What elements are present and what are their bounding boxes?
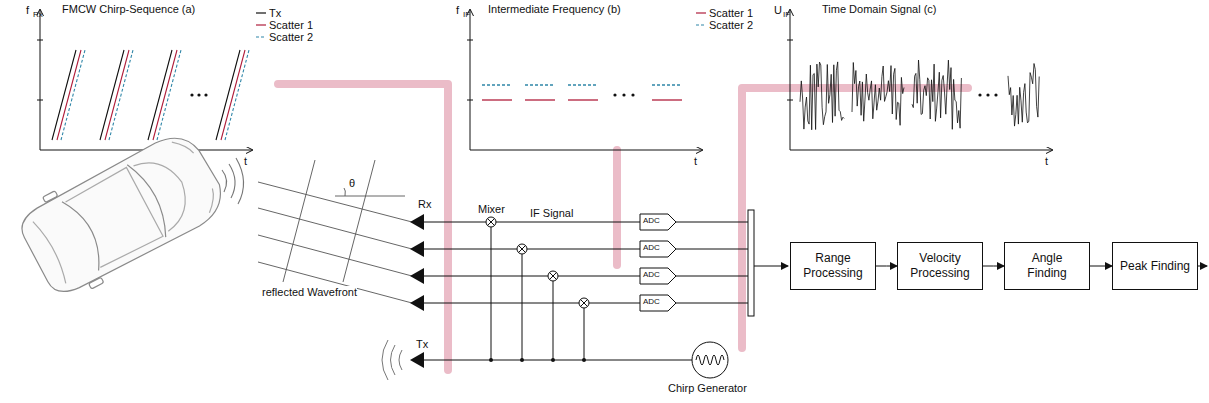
signal-label: θ: [349, 177, 355, 190]
rx-chain: [420, 222, 748, 360]
signal-label: Chirp Generator: [668, 382, 747, 395]
radar-waves: [222, 158, 244, 204]
signal-label: ADC: [643, 216, 660, 226]
signal-trace: [912, 60, 961, 129]
signal-label: Rx: [418, 198, 431, 211]
signal-trace: [852, 63, 904, 126]
box-label: Peak Finding: [1120, 259, 1190, 274]
legend-entry: Scatter 2: [269, 31, 313, 43]
bus-bar: [748, 210, 1207, 316]
time-signal: [800, 60, 1039, 130]
axis-label: t: [244, 155, 247, 168]
axis-label: t: [694, 155, 697, 168]
signal-trace: [1008, 64, 1039, 127]
signal-label: ADC: [643, 243, 660, 253]
axis-label: f: [456, 4, 459, 17]
process-box: Peak Finding: [1112, 242, 1198, 290]
antenna: [410, 214, 586, 368]
adc-symbol: [640, 214, 676, 311]
flow-arrow: [1090, 266, 1112, 267]
wavefront: [258, 160, 412, 303]
chart-title: FMCW Chirp-Sequence (a): [62, 3, 195, 16]
axis-label: Rx: [33, 10, 43, 20]
signal-label: IF Signal: [530, 207, 573, 220]
signal-trace: [800, 62, 844, 130]
chirp-lines: [52, 50, 249, 140]
flow-arrow: [983, 266, 1004, 267]
tx-waves: [382, 340, 402, 380]
signal-label: ADC: [643, 270, 660, 280]
car-illustration: [12, 121, 235, 305]
box-label: Angle Finding: [1011, 251, 1083, 281]
axis-label: U: [774, 4, 782, 17]
process-box: Range Processing: [790, 242, 876, 290]
legend-entry: Tx: [269, 7, 281, 19]
chirp-generator: [692, 342, 728, 378]
flow-arrow: [876, 266, 897, 267]
legend-sample: [256, 13, 706, 37]
signal-label: ADC: [643, 297, 660, 307]
signal-label: Tx: [416, 338, 428, 351]
legend-entry: Scatter 2: [709, 19, 753, 31]
process-box: Velocity Processing: [897, 242, 983, 290]
mixer-symbol: [486, 217, 589, 308]
legend-entry: Scatter 1: [269, 19, 313, 31]
axis-label: t: [1045, 155, 1048, 168]
legend-entry: Scatter 1: [709, 7, 753, 19]
signal-label: Mixer: [478, 203, 505, 216]
stage-separator: [278, 84, 968, 370]
axis-label: IF: [463, 10, 470, 20]
process-box: Angle Finding: [1004, 242, 1090, 290]
chart-axes: [37, 10, 1052, 150]
chart-title: Intermediate Frequency (b): [488, 3, 621, 16]
signal-label: reflected Wavefront: [262, 286, 357, 299]
if-lines: [482, 85, 682, 100]
ellipsis-dots: [978, 93, 997, 96]
box-label: Range Processing: [797, 251, 869, 281]
box-label: Velocity Processing: [904, 251, 976, 281]
axis-label: IF: [783, 10, 790, 20]
chart-title: Time Domain Signal (c): [822, 3, 937, 16]
axis-label: f: [26, 4, 29, 17]
